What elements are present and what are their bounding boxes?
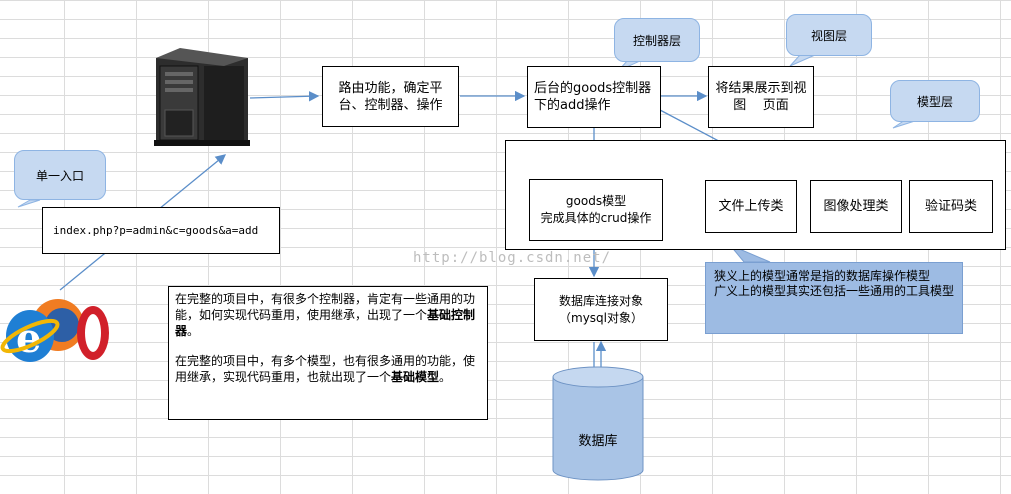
db-connector-line2: （mysql对象） (559, 310, 643, 325)
model-note: 狭义上的模型通常是指的数据库操作模型 广义上的模型其实还包括一些通用的工具模型 (705, 262, 963, 334)
para2-bold: 基础模型 (391, 370, 440, 384)
callout-single-entry: 单一入口 (14, 150, 106, 200)
callout-view-layer-label: 视图层 (810, 28, 847, 43)
callout-model-layer: 模型层 (890, 80, 980, 122)
para1-text: 在完整的项目中，有很多个控制器，肯定有一些通用的功能，如何实现代码重用，使用继承… (175, 292, 476, 322)
index-url-text: index.php?p=admin&c=goods&a=add (53, 224, 259, 237)
controller-line1: 后台的goods控制器 (534, 81, 652, 96)
callout-controller-layer: 控制器层 (614, 18, 700, 62)
view-box: 将结果展示到视图 页面 (708, 66, 814, 128)
routing-box: 路由功能，确定平台、控制器、操作 (322, 66, 459, 127)
server-icon (154, 48, 250, 146)
controller-line2: 下的add操作 (534, 98, 611, 113)
index-url-box: index.php?p=admin&c=goods&a=add (42, 207, 280, 254)
goods-model-box: goods模型 完成具体的crud操作 (529, 179, 663, 241)
db-connector-box: 数据库连接对象 （mysql对象） (534, 278, 668, 341)
para1-bold: 基础控制器 (175, 308, 476, 338)
model-note-line1: 狭义上的模型通常是指的数据库操作模型 (714, 269, 931, 283)
explanation-para1: 在完整的项目中，有很多个控制器，肯定有一些通用的功能，如何实现代码重用，使用继承… (175, 291, 481, 339)
goods-model-line1: goods模型 (565, 194, 627, 208)
callout-controller-layer-label: 控制器层 (632, 33, 681, 48)
image-processing-box: 图像处理类 (810, 180, 902, 233)
captcha-text: 验证码类 (924, 199, 977, 214)
browser-logos-icon: e (0, 299, 109, 362)
para2-text: 在完整的项目中，有多个模型，也有很多通用的功能，使用继承，实现代码重用，也就出现… (175, 354, 476, 384)
para2-end: 。 (439, 370, 452, 384)
callout-single-entry-label: 单一入口 (35, 168, 84, 183)
database-label: 数据库 (578, 434, 618, 449)
callout-model-layer-label: 模型层 (916, 94, 953, 109)
goods-model-line2: 完成具体的crud操作 (540, 211, 652, 225)
arrow-server-to-router (249, 91, 320, 102)
db-connector-line1: 数据库连接对象 (558, 293, 643, 308)
callout-tail-view (789, 54, 816, 67)
view-text: 将结果展示到视图 页面 (715, 81, 807, 113)
file-upload-box: 文件上传类 (705, 180, 797, 233)
goods-controller-box: 后台的goods控制器 下的add操作 (527, 66, 661, 128)
callout-tail-single-entry (17, 199, 41, 208)
model-note-line2: 广义上的模型其实还包括一些通用的工具模型 (714, 284, 955, 298)
captcha-box: 验证码类 (909, 180, 993, 233)
callout-view-layer: 视图层 (786, 14, 872, 56)
file-upload-text: 文件上传类 (718, 199, 784, 214)
watermark: http://blog.csdn.net/ (413, 250, 612, 266)
image-processing-text: 图像处理类 (823, 199, 889, 214)
database-cylinder (552, 366, 644, 481)
explanation-box: 在完整的项目中，有很多个控制器，肯定有一些通用的功能，如何实现代码重用，使用继承… (168, 286, 488, 420)
para1-end: 。 (187, 324, 200, 338)
routing-text: 路由功能，确定平台、控制器、操作 (338, 80, 443, 113)
explanation-para2: 在完整的项目中，有多个模型，也有很多通用的功能，使用继承，实现代码重用，也就出现… (175, 353, 481, 385)
